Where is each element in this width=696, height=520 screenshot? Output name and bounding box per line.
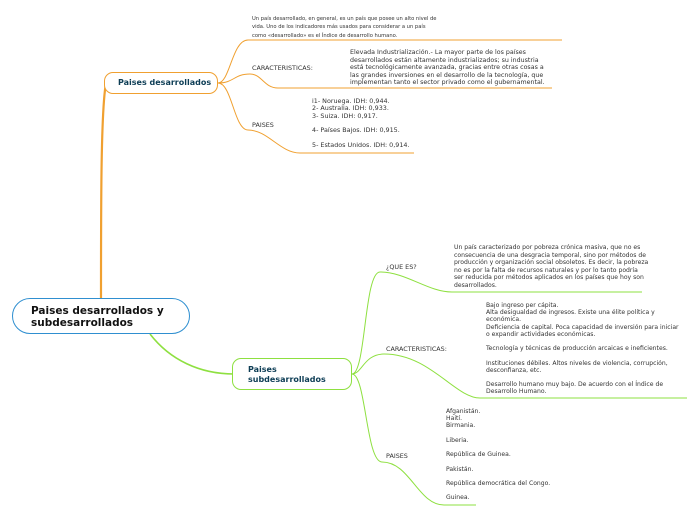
developed-definition: Un país desarrollado, en general, es un … [252, 16, 437, 39]
underdeveloped-countries-label: PAISES [386, 452, 408, 460]
root-title: Paises desarrollados y subdesarrollados [31, 305, 164, 329]
developed-characteristics-label: CARACTERISTICAS: [252, 64, 313, 72]
topic-underdeveloped-title: Paises subdesarrollados [248, 365, 326, 384]
root-node[interactable]: Paises desarrollados y subdesarrollados [12, 298, 190, 334]
underdeveloped-what-text: Un país caracterizado por pobreza crónic… [454, 244, 649, 289]
developed-countries-text: i1- Noruega. IDH: 0,944. 2- Australia. I… [312, 97, 410, 149]
underdeveloped-characteristics-label: CARACTERISTICAS: [386, 345, 447, 353]
topic-developed-title: Paises desarrollados [118, 78, 212, 87]
underdeveloped-characteristics-text: Bajo ingreso per cápita. Alta desigualda… [486, 302, 679, 396]
topic-developed[interactable]: Paises desarrollados [104, 72, 218, 94]
topic-underdeveloped[interactable]: Paises subdesarrollados [232, 358, 352, 390]
underdeveloped-countries-text: Afganistán. Haití. Birmania. Liberia. Re… [446, 408, 551, 502]
developed-countries-label: PAISES [252, 121, 274, 129]
developed-characteristics-text: Elevada Industrialización.- La mayor par… [350, 49, 545, 86]
underdeveloped-what-label: ¿QUE ES? [386, 263, 417, 271]
